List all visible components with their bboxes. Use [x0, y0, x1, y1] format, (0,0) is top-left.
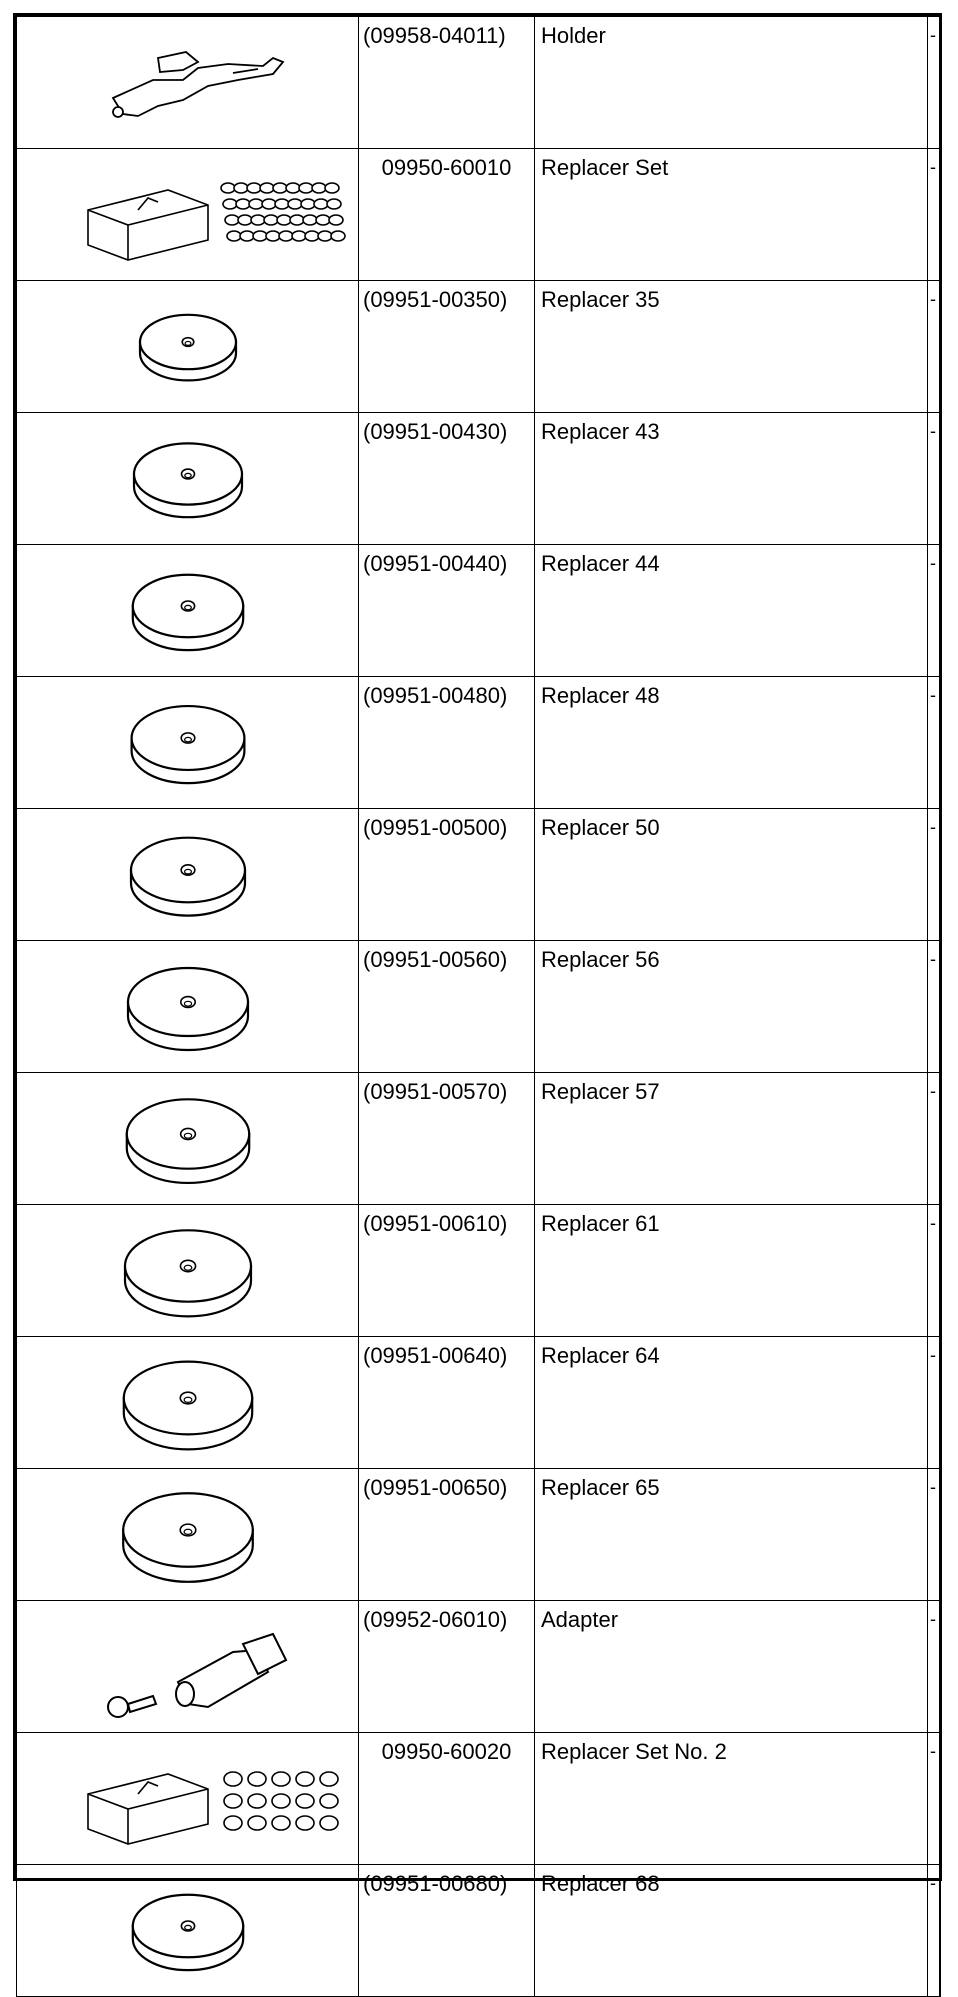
part-number: (09951-00480) — [358, 676, 535, 809]
replacer-set-2-icon — [86, 1770, 339, 1845]
illustration-cell — [16, 1600, 359, 1733]
illustration-cell — [16, 1204, 359, 1337]
replacer-set-icon — [86, 181, 346, 261]
illustration-cell — [16, 1336, 359, 1469]
illustration-cell — [16, 676, 359, 809]
part-name: Replacer 65 — [534, 1468, 928, 1601]
table-row: (09951-00680)Replacer 68- — [16, 1864, 941, 1997]
part-name: Replacer Set No. 2 — [534, 1732, 928, 1865]
note-mark: - — [927, 676, 941, 809]
illustration-cell — [16, 280, 359, 413]
table-row: (09951-00430)Replacer 43- — [16, 412, 941, 545]
part-number: 09950-60020 — [358, 1732, 535, 1865]
table-row: (09951-00640)Replacer 64- — [16, 1336, 941, 1469]
part-name: Replacer 61 — [534, 1204, 928, 1337]
note-mark: - — [927, 412, 941, 545]
part-name: Replacer 48 — [534, 676, 928, 809]
illustration-cell — [16, 1732, 359, 1865]
note-mark: - — [927, 1204, 941, 1337]
illustration-cell — [16, 412, 359, 545]
note-mark: - — [927, 280, 941, 413]
table-row: (09951-00500)Replacer 50- — [16, 808, 941, 941]
illustration-cell — [16, 808, 359, 941]
part-name: Replacer 35 — [534, 280, 928, 413]
part-name: Replacer Set — [534, 148, 928, 281]
table-row: (09951-00650)Replacer 65- — [16, 1468, 941, 1601]
note-mark: - — [927, 1072, 941, 1205]
note-mark: - — [927, 16, 941, 149]
part-number: 09950-60010 — [358, 148, 535, 281]
part-number: (09951-00650) — [358, 1468, 535, 1601]
table-row: (09951-00350)Replacer 35- — [16, 280, 941, 413]
note-mark: - — [927, 1600, 941, 1733]
part-name: Replacer 56 — [534, 940, 928, 1073]
illustration-cell — [16, 1072, 359, 1205]
part-number: (09951-00560) — [358, 940, 535, 1073]
illustration-cell — [16, 940, 359, 1073]
part-number: (09951-00640) — [358, 1336, 535, 1469]
table-row: (09952-06010)Adapter- — [16, 1600, 941, 1733]
replacer-disc-icon — [138, 313, 237, 381]
part-number: (09951-00440) — [358, 544, 535, 677]
illustration-cell — [16, 1864, 359, 1997]
part-name: Adapter — [534, 1600, 928, 1733]
table-row: (09951-00570)Replacer 57- — [16, 1072, 941, 1205]
note-mark: - — [927, 1732, 941, 1865]
illustration-cell — [16, 544, 359, 677]
note-mark: - — [927, 1468, 941, 1601]
replacer-disc-icon — [129, 704, 246, 784]
note-mark: - — [927, 940, 941, 1073]
table-row: (09951-00440)Replacer 44- — [16, 544, 941, 677]
holder-tool-icon — [111, 50, 284, 118]
table-row: (09951-00560)Replacer 56- — [16, 940, 941, 1073]
note-mark: - — [927, 808, 941, 941]
replacer-disc-icon — [121, 1491, 254, 1583]
table-row: (09951-00480)Replacer 48- — [16, 676, 941, 809]
illustration-cell — [16, 148, 359, 281]
illustration-cell — [16, 16, 359, 149]
part-number: (09951-00350) — [358, 280, 535, 413]
part-number: (09951-00610) — [358, 1204, 535, 1337]
part-number: (09951-00430) — [358, 412, 535, 545]
note-mark: - — [927, 1864, 941, 1997]
replacer-disc-icon — [122, 1360, 253, 1450]
part-number: (09958-04011) — [358, 16, 535, 149]
part-name: Replacer 44 — [534, 544, 928, 677]
replacer-disc-icon — [129, 836, 246, 917]
part-name: Replacer 57 — [534, 1072, 928, 1205]
note-mark: - — [927, 1336, 941, 1469]
part-number: (09952-06010) — [358, 1600, 535, 1733]
replacer-disc-icon — [123, 1228, 252, 1317]
illustration-cell — [16, 1468, 359, 1601]
part-name: Replacer 68 — [534, 1864, 928, 1997]
part-number: (09951-00680) — [358, 1864, 535, 1997]
note-mark: - — [927, 544, 941, 677]
part-name: Replacer 43 — [534, 412, 928, 545]
table-row: (09958-04011)Holder- — [16, 16, 941, 149]
part-name: Replacer 50 — [534, 808, 928, 941]
replacer-disc-icon — [126, 966, 249, 1051]
part-number: (09951-00570) — [358, 1072, 535, 1205]
replacer-disc-icon — [131, 1893, 244, 1971]
note-mark: - — [927, 148, 941, 281]
replacer-disc-icon — [132, 441, 243, 518]
table-row: (09951-00610)Replacer 61- — [16, 1204, 941, 1337]
adapter-icon — [106, 1632, 287, 1718]
replacer-disc-icon — [131, 573, 244, 651]
part-name: Replacer 64 — [534, 1336, 928, 1469]
part-number: (09951-00500) — [358, 808, 535, 941]
replacer-disc-icon — [125, 1097, 250, 1184]
part-name: Holder — [534, 16, 928, 149]
